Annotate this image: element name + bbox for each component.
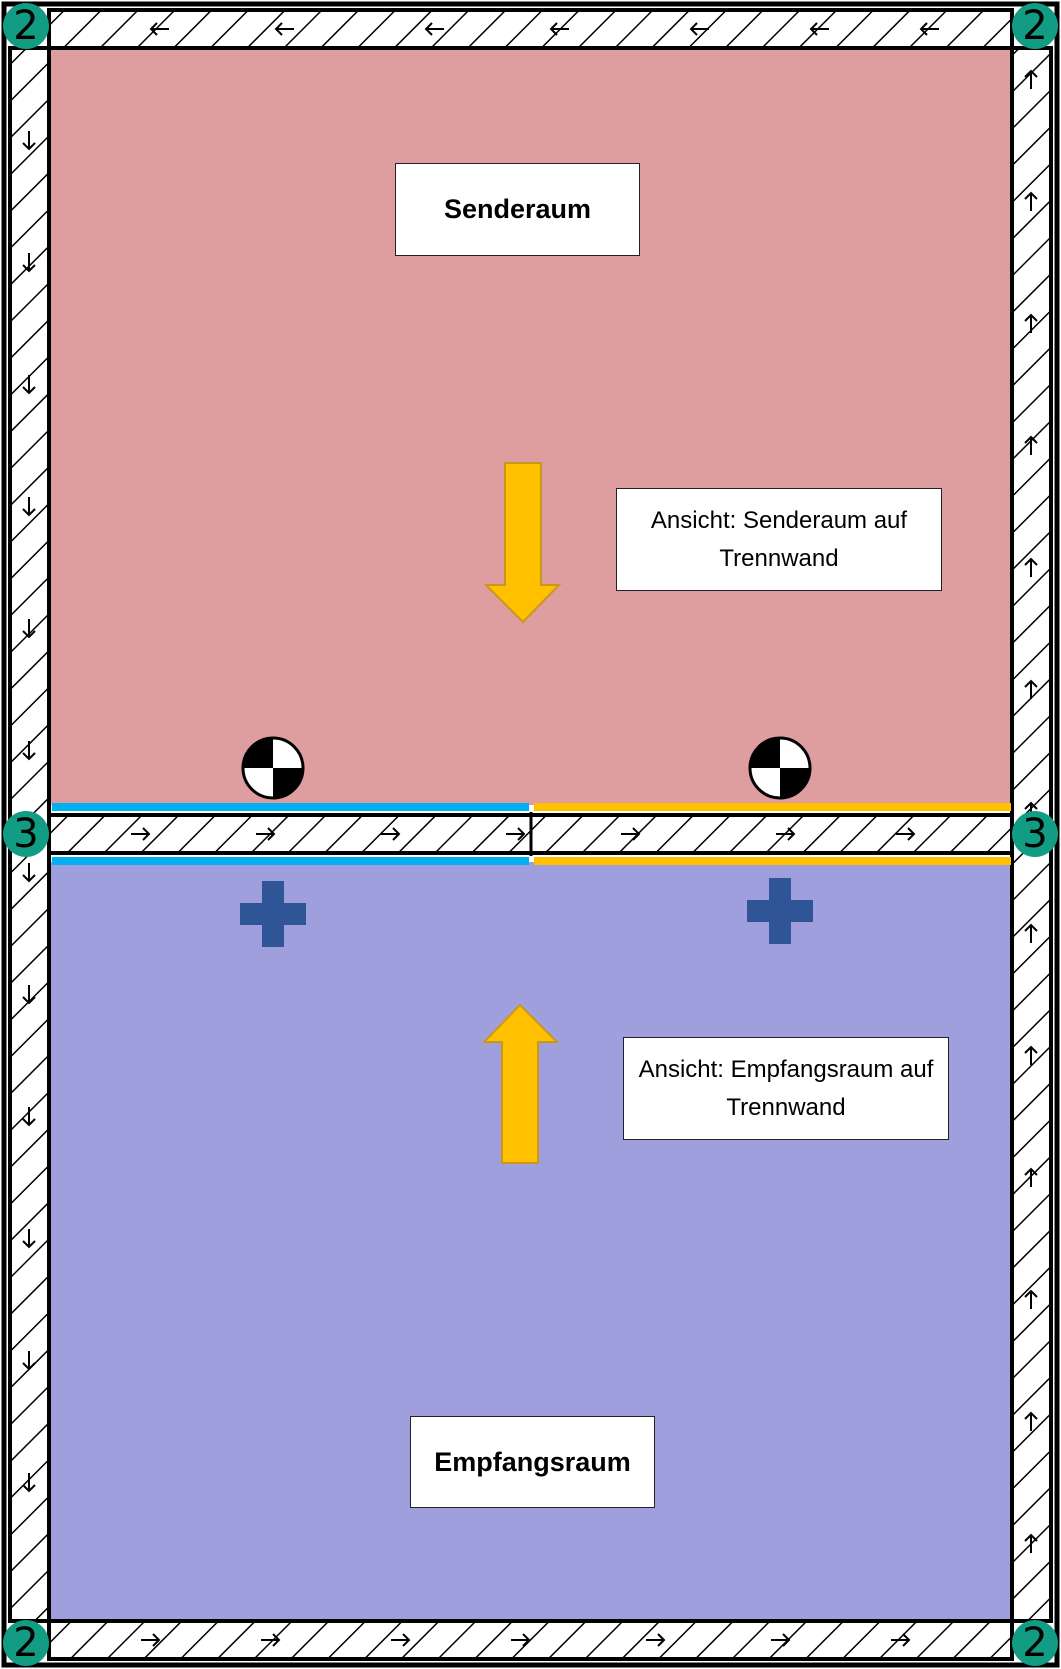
top-wall-arrow [919, 22, 939, 36]
right-wall-arrow [1024, 313, 1038, 333]
partition-arrow [256, 827, 276, 841]
left-wall-arrow [22, 375, 36, 395]
left-wall-arrow [22, 497, 36, 517]
partition-arrow [621, 827, 641, 841]
marker-corner-top-right: 2 [1012, 3, 1058, 49]
right-wall-arrow [1024, 679, 1038, 699]
right-wall-arrow [1024, 1167, 1038, 1187]
top-wall [47, 8, 1014, 50]
right-wall-arrow [1024, 1533, 1038, 1553]
receiver-room-label: Empfangsraum [410, 1416, 655, 1508]
partition-arrow [896, 827, 916, 841]
marker-corner-bottom-left: 2 [3, 1620, 49, 1666]
partition-arrow [776, 827, 796, 841]
left-wall-arrow [22, 1107, 36, 1127]
partition-arrow [131, 827, 151, 841]
partition-left-segment-bottom [52, 857, 529, 865]
partition-arrow [381, 827, 401, 841]
left-wall-arrow [22, 1351, 36, 1371]
right-wall-arrow [1024, 1411, 1038, 1431]
bottom-wall-arrow [391, 1633, 411, 1647]
measurement-symbol-left [241, 736, 305, 800]
left-wall-arrow [22, 619, 36, 639]
partition-left-segment-top [52, 803, 529, 811]
partition-arrow [506, 827, 526, 841]
wall-flow-arrows [22, 22, 1038, 1647]
right-wall-arrow [1024, 923, 1038, 943]
bottom-wall-arrow [511, 1633, 531, 1647]
bottom-wall-arrow [261, 1633, 281, 1647]
left-wall-arrow [22, 131, 36, 151]
sender-view-label: Ansicht: Senderaum auf Trennwand [616, 488, 942, 591]
plus-symbol-left [240, 881, 306, 947]
bottom-wall [47, 1619, 1014, 1661]
right-wall-arrow [1024, 191, 1038, 211]
measurement-symbol-right [748, 736, 812, 800]
marker-corner-bottom-right: 2 [1012, 1620, 1058, 1666]
right-wall-arrow [1024, 1045, 1038, 1065]
left-wall-arrow [22, 1229, 36, 1249]
top-wall-arrow [274, 22, 294, 36]
bottom-wall-arrow [771, 1633, 791, 1647]
partition-right-segment-top [534, 803, 1011, 811]
view-arrow-up [481, 1003, 560, 1164]
left-wall-arrow [22, 1473, 36, 1493]
top-wall-arrow [809, 22, 829, 36]
sender-room-label: Senderaum [395, 163, 640, 256]
bottom-wall-arrow [891, 1633, 911, 1647]
right-wall-arrow [1024, 435, 1038, 455]
marker-corner-top-left: 2 [3, 3, 49, 49]
left-wall-arrow [22, 253, 36, 273]
left-wall-arrow [22, 863, 36, 883]
plus-symbol-right [747, 878, 813, 944]
top-wall-arrow [549, 22, 569, 36]
right-wall-arrow [1024, 557, 1038, 577]
sender-room-area [49, 48, 1012, 805]
top-wall-arrow [689, 22, 709, 36]
left-wall-arrow [22, 985, 36, 1005]
marker-partition-right: 3 [1012, 811, 1058, 857]
top-wall-arrow [424, 22, 444, 36]
receiver-view-label: Ansicht: Empfangsraum auf Trennwand [623, 1037, 949, 1140]
bottom-wall-arrow [646, 1633, 666, 1647]
marker-partition-left: 3 [3, 811, 49, 857]
bottom-wall-arrow [141, 1633, 161, 1647]
right-wall-arrow [1024, 69, 1038, 89]
view-arrow-down [483, 462, 562, 624]
right-wall-arrow [1024, 1289, 1038, 1309]
partition-right-segment-bottom [534, 857, 1011, 865]
left-wall-arrow [22, 741, 36, 761]
top-wall-arrow [149, 22, 169, 36]
